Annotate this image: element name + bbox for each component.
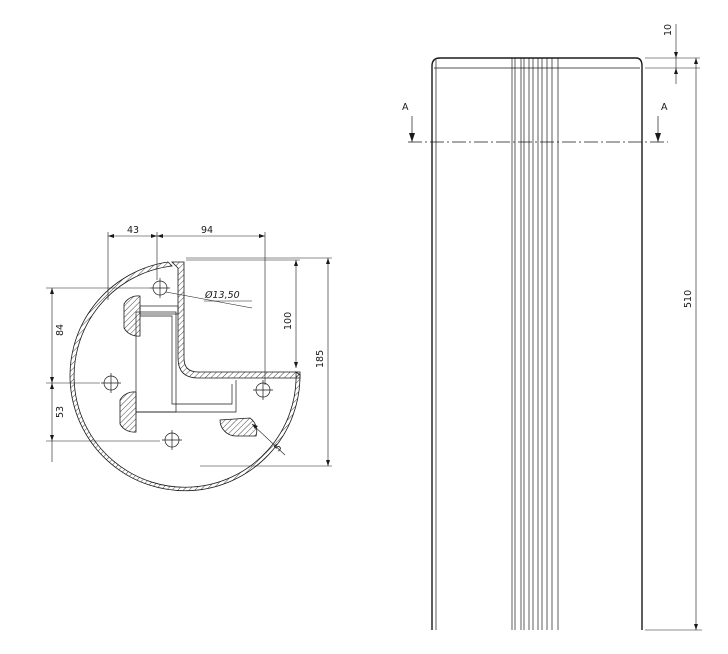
cavity-inner bbox=[140, 315, 233, 405]
pocket-bottom-left bbox=[119, 391, 137, 433]
dim-hole-diameter: Ø13,50 bbox=[165, 290, 253, 309]
bolt-holes bbox=[101, 278, 273, 450]
dim-100: 100 bbox=[186, 259, 300, 368]
dim-510-label: 510 bbox=[683, 290, 694, 308]
dim-510: 510 bbox=[645, 58, 702, 631]
section-view: 43 94 Ø13,50 100 185 bbox=[46, 225, 332, 492]
cavity-bottom bbox=[136, 380, 237, 413]
column-body bbox=[431, 57, 643, 630]
grooves bbox=[511, 58, 559, 630]
dim-100-label: 100 bbox=[283, 312, 294, 330]
pocket-top-left bbox=[123, 295, 141, 337]
section-label-left: A bbox=[402, 102, 409, 113]
section-line-a: A A bbox=[402, 102, 668, 143]
dim-185: 185 bbox=[186, 257, 332, 467]
dim-84-label: 84 bbox=[55, 324, 66, 336]
section-label-right: A bbox=[661, 102, 668, 113]
dim-5-label: 5 bbox=[272, 442, 284, 454]
dim-185-label: 185 bbox=[315, 350, 326, 368]
side-view: A A 10 510 bbox=[402, 24, 702, 631]
dim-10: 10 bbox=[645, 24, 700, 84]
dim-diameter-label: Ø13,50 bbox=[204, 290, 240, 301]
dim-top: 43 94 bbox=[107, 225, 266, 385]
dim-left: 84 53 bbox=[46, 287, 160, 462]
cavity-left bbox=[135, 311, 177, 413]
dim-53-label: 53 bbox=[55, 406, 66, 418]
dim-43-label: 43 bbox=[127, 225, 139, 236]
dim-94-label: 94 bbox=[201, 225, 213, 236]
inner-l-channel bbox=[171, 261, 301, 379]
slot-top bbox=[139, 305, 179, 315]
pocket-bottom-right bbox=[219, 417, 258, 437]
dim-10-label: 10 bbox=[663, 24, 674, 36]
